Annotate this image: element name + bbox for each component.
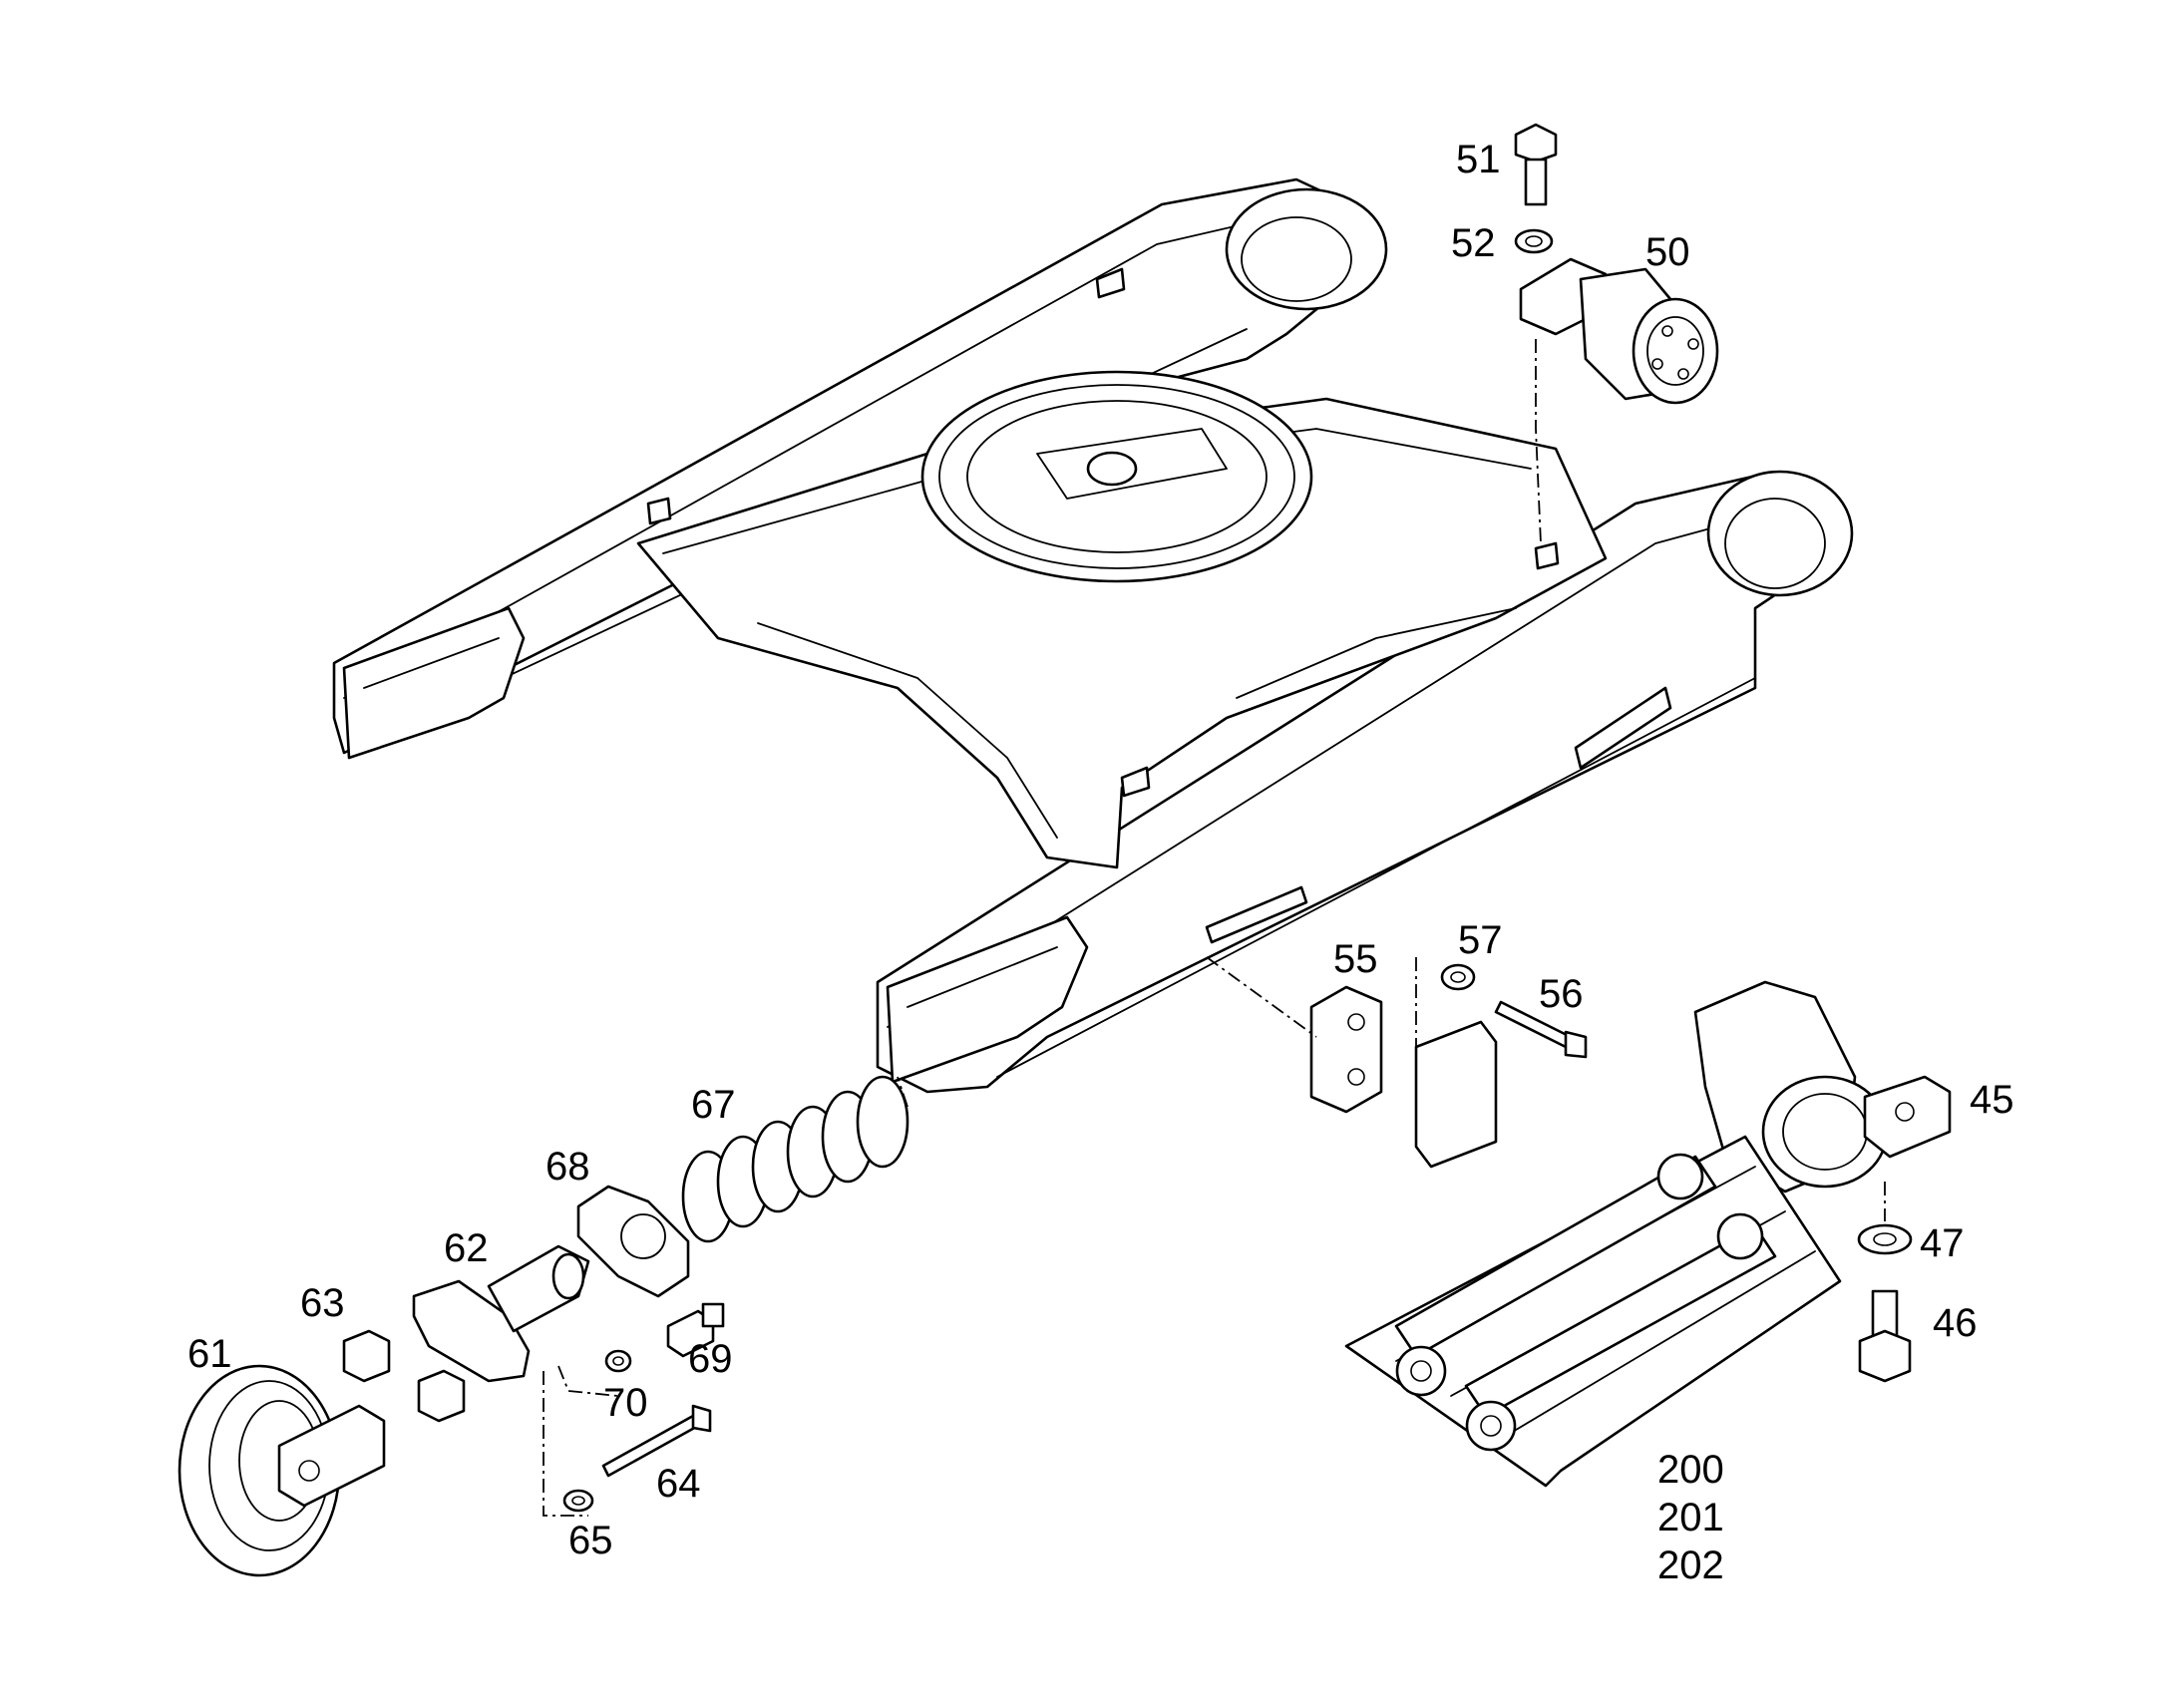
washer-52 bbox=[1514, 228, 1554, 254]
leader-line-55 bbox=[1206, 956, 1417, 1047]
callout-56: 56 bbox=[1539, 972, 1584, 1016]
bolt-56 bbox=[1494, 1000, 1588, 1059]
callout-69: 69 bbox=[688, 1337, 733, 1381]
callout-65: 65 bbox=[568, 1519, 613, 1562]
washer-65 bbox=[562, 1489, 594, 1513]
grease-valve bbox=[666, 1302, 725, 1358]
callout-67: 67 bbox=[691, 1083, 736, 1127]
callout-50: 50 bbox=[1645, 230, 1690, 274]
bolt-64 bbox=[601, 1404, 712, 1478]
callout-68: 68 bbox=[545, 1145, 590, 1189]
callout-57: 57 bbox=[1458, 918, 1503, 962]
callout-70: 70 bbox=[603, 1381, 648, 1425]
track-roller bbox=[1693, 980, 1952, 1194]
callout-64: 64 bbox=[656, 1462, 701, 1506]
bolt-46 bbox=[1858, 1289, 1912, 1383]
spring-bracket bbox=[576, 1185, 690, 1298]
callout-47: 47 bbox=[1920, 1221, 1965, 1265]
callout-51: 51 bbox=[1456, 138, 1501, 181]
track-code: 200 bbox=[1657, 1448, 1724, 1492]
bolt-51 bbox=[1514, 123, 1558, 206]
idler-wheel bbox=[178, 1364, 386, 1577]
carrier-roller bbox=[1519, 257, 1719, 405]
tensioner-yoke bbox=[412, 1244, 590, 1383]
callout-61: 61 bbox=[187, 1332, 232, 1376]
recoil-spring bbox=[681, 1075, 909, 1243]
callout-63: 63 bbox=[300, 1281, 345, 1325]
plate bbox=[1414, 1020, 1498, 1169]
undercarriage-frame bbox=[332, 177, 1854, 1094]
leader-line-67 bbox=[897, 1076, 908, 1108]
washer-70 bbox=[604, 1349, 632, 1373]
washer-47 bbox=[1857, 1223, 1913, 1255]
track-code: 201 bbox=[1657, 1496, 1724, 1539]
leader-line-62 bbox=[543, 1365, 619, 1517]
leader-line-50 bbox=[1535, 339, 1542, 544]
callout-62: 62 bbox=[444, 1226, 489, 1270]
guide-block-55 bbox=[1309, 985, 1383, 1114]
callout-55: 55 bbox=[1333, 937, 1378, 981]
washer-57 bbox=[1440, 963, 1476, 991]
callout-track-codes: 200 201 202 bbox=[1657, 1446, 1724, 1589]
callout-52: 52 bbox=[1451, 221, 1496, 265]
callout-45: 45 bbox=[1970, 1078, 2014, 1122]
block-63b bbox=[417, 1369, 466, 1423]
block-63 bbox=[342, 1329, 391, 1383]
track-chain bbox=[1344, 1135, 1842, 1488]
callout-46: 46 bbox=[1933, 1301, 1978, 1345]
track-code: 202 bbox=[1657, 1543, 1724, 1587]
